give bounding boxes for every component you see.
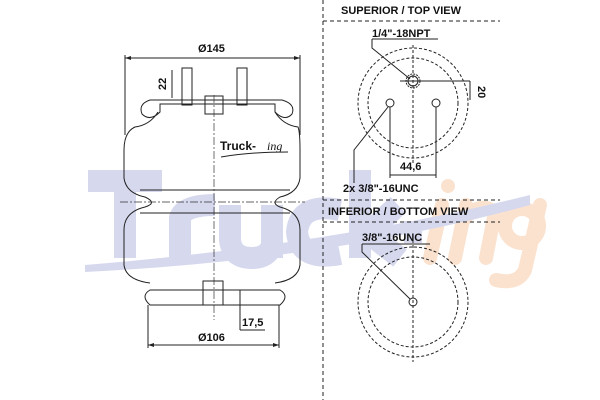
side-view: Ø145 22 17,5 Ø106 Truck- ing [120, 43, 305, 348]
bottom-thread-label: 3/8"-16UNC [362, 232, 422, 244]
top-view: SUPERIOR / TOP VIEW 1/4"-18NPT 20 44,6 2… [341, 5, 487, 195]
watermark-main [88, 170, 422, 270]
dim-bottom-height: 17,5 [242, 317, 263, 329]
stud-spacing-label: 44,6 [400, 161, 421, 173]
dim-bottom-diameter: Ø106 [198, 332, 225, 344]
air-fitting-label: 1/4"-18NPT [372, 28, 431, 40]
offset-label: 20 [475, 86, 487, 98]
logo-main: Truck- [220, 139, 256, 153]
bottom-view: INFERIOR / BOTTOM VIEW 3/8"-16UNC [328, 206, 469, 362]
logo-suffix: ing [267, 139, 282, 153]
studs-label: 2x 3/8"-16UNC [343, 183, 419, 195]
top-view-title: SUPERIOR / TOP VIEW [341, 5, 462, 17]
bottom-view-title: INFERIOR / BOTTOM VIEW [328, 206, 469, 218]
dim-stud-height: 22 [157, 78, 169, 90]
watermark [85, 170, 547, 289]
watermark-suffix [423, 179, 547, 289]
dim-top-diameter: Ø145 [198, 43, 225, 55]
